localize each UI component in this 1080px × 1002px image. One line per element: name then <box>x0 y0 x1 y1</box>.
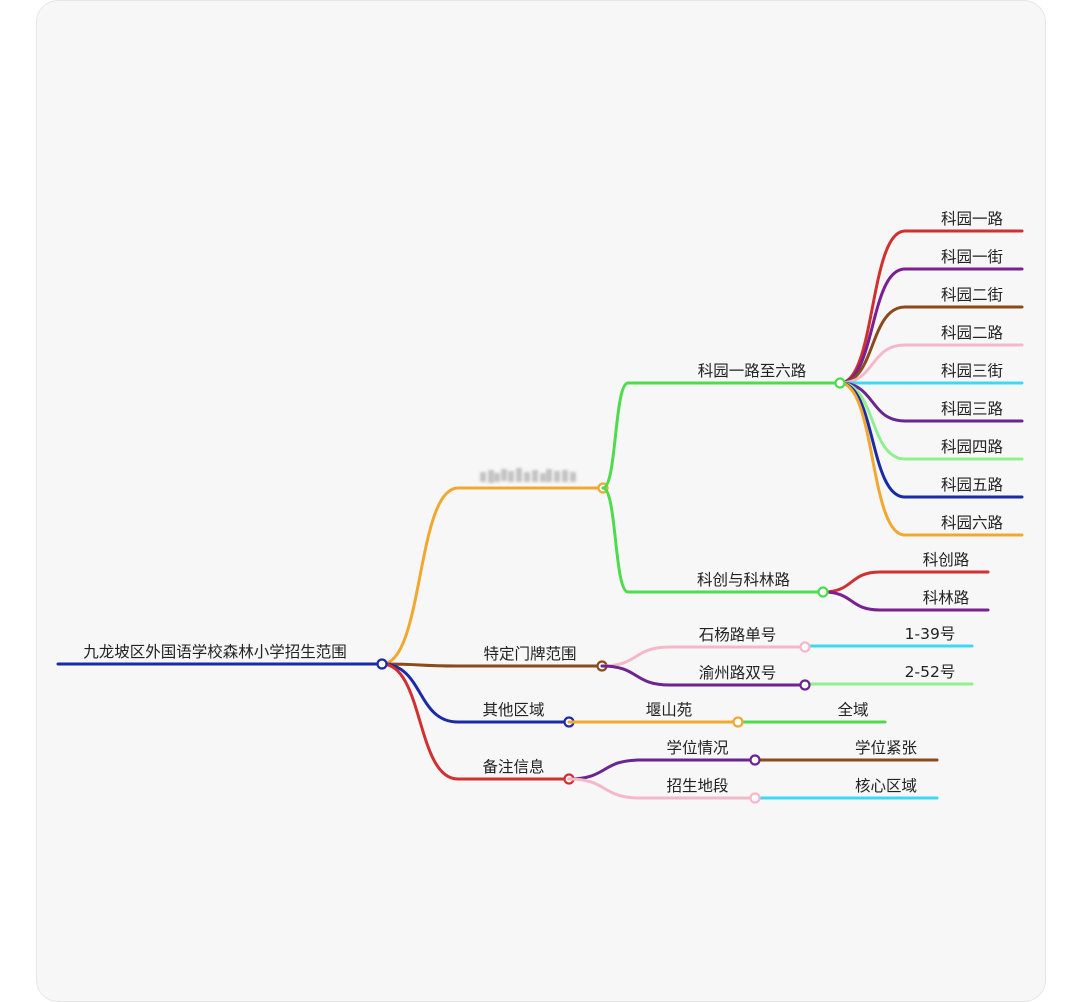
sub-label: 渝州路双号 <box>699 664 777 682</box>
leaf-connector <box>838 305 907 385</box>
redacted-block <box>546 469 552 482</box>
diagram-card <box>36 0 1046 1002</box>
leaf-label: 学位紧张 <box>855 739 918 757</box>
sub-connector <box>600 645 672 668</box>
redacted-block <box>570 472 576 482</box>
sub-connector <box>567 758 642 781</box>
sub-node <box>799 679 811 691</box>
branch-label: 其他区域 <box>482 701 544 719</box>
branch-connector <box>380 662 460 724</box>
sub-connector <box>601 381 630 490</box>
sub-node <box>817 586 829 598</box>
redacted-block <box>488 470 494 483</box>
branch-label: 特定门牌范围 <box>483 645 576 663</box>
leaf-connector <box>821 570 882 594</box>
sub-connector <box>567 777 642 800</box>
redacted-block <box>532 470 538 482</box>
sub-node <box>834 377 846 389</box>
leaf-label: 科园一路 <box>941 210 1004 228</box>
leaf-connector <box>838 229 907 385</box>
branch-connector <box>380 486 460 666</box>
branch-label: 备注信息 <box>482 758 544 776</box>
sub-label: 石杨路单号 <box>699 626 777 644</box>
sub-node <box>799 641 811 653</box>
sub-node <box>749 754 761 766</box>
redacted-block <box>508 471 514 482</box>
root-node <box>376 658 388 670</box>
sub-connector <box>601 486 630 594</box>
leaf-label: 1-39号 <box>905 625 956 643</box>
leaf-label: 科园五路 <box>941 476 1004 494</box>
redacted-block <box>540 473 546 482</box>
branch-connector <box>380 662 460 668</box>
leaf-label: 科园一街 <box>941 248 1003 266</box>
leaf-label: 科园二路 <box>941 324 1004 342</box>
root-label: 九龙坡区外国语学校森林小学招生范围 <box>83 643 347 661</box>
leaf-label: 科创路 <box>923 551 970 569</box>
leaf-label: 科林路 <box>923 589 970 607</box>
leaf-label: 2-52号 <box>905 663 956 681</box>
leaf-label: 核心区域 <box>855 777 917 795</box>
sub-node <box>749 792 761 804</box>
redacted-block <box>554 471 560 482</box>
sub-label: 招生地段 <box>666 777 728 795</box>
sub-label: 科园一路至六路 <box>698 362 807 380</box>
redacted-block <box>524 472 530 482</box>
leaf-label: 科园三路 <box>941 400 1004 418</box>
sub-label: 科创与科林路 <box>697 571 791 589</box>
redacted-block <box>494 473 500 482</box>
leaf-connector <box>838 381 907 537</box>
redacted-block <box>501 469 507 481</box>
leaf-connector <box>821 590 882 612</box>
branch-connector <box>380 662 460 781</box>
sub-node <box>732 716 744 728</box>
leaf-label: 科园四路 <box>941 438 1004 456</box>
redacted-block <box>562 470 568 482</box>
redacted-block <box>480 472 486 482</box>
sub-label: 学位情况 <box>666 739 728 757</box>
redacted-block <box>516 468 522 482</box>
leaf-label: 科园三街 <box>941 362 1003 380</box>
leaf-label: 全域 <box>837 701 868 719</box>
sub-label: 堰山苑 <box>646 701 693 719</box>
leaf-label: 科园二街 <box>941 286 1003 304</box>
sub-connector <box>600 664 672 687</box>
mind-map: 九龙坡区外国语学校森林小学招生范围特定门牌范围其他区域备注信息科园一路至六路科园… <box>56 210 1024 804</box>
leaf-connector <box>838 267 907 385</box>
leaf-label: 科园六路 <box>941 514 1004 532</box>
